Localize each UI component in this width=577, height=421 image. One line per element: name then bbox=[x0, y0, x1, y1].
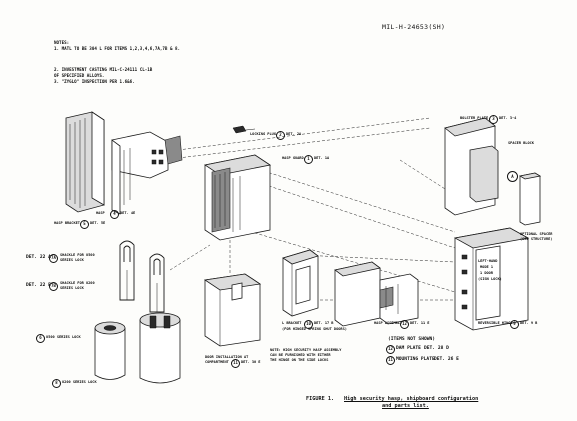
label-shackle-b: SHACKLE FOR 8200 bbox=[60, 281, 95, 285]
hasp-assembly-drawing bbox=[334, 261, 419, 327]
label-reversible-hinge: REVERSIBLE HINGE bbox=[478, 321, 513, 325]
hinge-note-3: THE HINGE ON THE SIDE LOCKS bbox=[270, 358, 329, 362]
callout-2: 2 bbox=[276, 131, 285, 140]
figure-label: FIGURE 1. bbox=[306, 396, 335, 402]
ref-hasp-assembly: DET. 11 E bbox=[410, 321, 430, 325]
callout-7b: 7B bbox=[49, 282, 58, 291]
reversible-hinge-drawing bbox=[453, 227, 530, 331]
ref-bolster-plate: DET. 3-4 bbox=[499, 116, 517, 120]
label-hasp-bracket: HASP BRACKET bbox=[54, 221, 80, 225]
door-panel-line-2: MODE 1 bbox=[480, 265, 493, 269]
door-panel-line-1: LEFT-HAND bbox=[478, 259, 498, 263]
callout-8: 8 bbox=[52, 379, 61, 388]
callout-9: 9 bbox=[510, 320, 519, 329]
label-door-installation-2: COMPARTMENT bbox=[205, 360, 229, 364]
door-installation-drawing bbox=[203, 273, 262, 347]
label-hasp-guard: HASP GUARD bbox=[282, 156, 304, 160]
label-l-bracket: L BRACKET bbox=[282, 321, 302, 325]
note-line-1: 1. MATL TO BE 304 L FOR ITEMS 1,2,3,4,6,… bbox=[54, 46, 181, 51]
note-line-2: 2. INVESTMENT CASTING MIL-C-24111 CL-1B bbox=[54, 67, 153, 72]
label-bolster-plate: BOLSTER PLATE bbox=[460, 116, 489, 120]
door-panel-line-3: 1 DOOR bbox=[480, 271, 493, 275]
label-mounting-plate: MOUNTING PLATE bbox=[396, 357, 435, 362]
callout-mounting-plate: 11 bbox=[386, 356, 395, 365]
hinge-note-2: CAN BE FURNISHED WITH EITHER bbox=[270, 353, 331, 357]
locking-plug-drawing bbox=[232, 125, 256, 134]
label-shackle-a-2: SERIES LOCK bbox=[60, 258, 84, 262]
ref-door-installation: DET. 30 E bbox=[241, 360, 261, 364]
label-locking-plug: LOCKING PLUG bbox=[250, 132, 276, 136]
locks-drawing bbox=[94, 312, 181, 384]
callout-A: A bbox=[507, 171, 518, 182]
label-shackle-a: SHACKLE FOR 8500 bbox=[60, 253, 95, 257]
l-bracket-drawing bbox=[282, 249, 319, 317]
label-door-installation: DOOR INSTALLATION AT bbox=[205, 355, 249, 359]
ref-hasp-guard: DET. 1A bbox=[314, 156, 330, 160]
notes-title: NOTES: bbox=[54, 40, 70, 45]
callout-4: 4 bbox=[110, 210, 119, 219]
callout-3: 3 bbox=[489, 115, 498, 124]
ref-hasp: DET. 4E bbox=[120, 211, 136, 215]
label-det-22a: DET. 22 A bbox=[26, 255, 51, 260]
document-number: MIL-H-24653(SH) bbox=[382, 23, 446, 31]
label-hasp: HASP bbox=[96, 211, 105, 215]
label-optional-spacer: OPTIONAL SPACER bbox=[520, 232, 553, 236]
callout-dam-plate: 12 bbox=[386, 345, 395, 354]
figure-caption-line-1: High security hasp, shipboard configurat… bbox=[344, 396, 479, 402]
callout-7a: 7A bbox=[49, 254, 58, 263]
callout-12: 12 bbox=[400, 320, 409, 329]
label-lock-8200: 8200 SERIES LOCK bbox=[62, 380, 97, 384]
callout-10: 10 bbox=[304, 320, 313, 329]
bolster-plate-drawing bbox=[444, 117, 542, 226]
note-line-3: OF SPECIFIED ALLOYS. bbox=[54, 73, 105, 78]
callout-6: 6 bbox=[36, 334, 45, 343]
callout-5: 5 bbox=[80, 220, 89, 229]
ref-hasp-bracket: DET. 5E bbox=[90, 221, 106, 225]
door-panel-line-4: (SIGN LOCK) bbox=[478, 277, 502, 281]
label-optional-spacer-2: (SEE STRUCTURE) bbox=[520, 237, 553, 241]
ref-l-bracket: DET. 17 B bbox=[314, 321, 334, 325]
ref-mounting-plate: DET. 26 E bbox=[434, 357, 459, 362]
label-hasp-assembly: HASP ASSEMBLY bbox=[374, 321, 403, 325]
hasp-drawing bbox=[111, 131, 183, 215]
note-line-4: 3. "ZYGLO" INSPECTION PER 1.6&6. bbox=[54, 79, 135, 84]
label-spacer-block: SPACER BLOCK bbox=[508, 141, 534, 145]
label-items-not-shown: (ITEMS NOT SHOWN) bbox=[388, 337, 436, 342]
ref-locking-plug: DET. 2A bbox=[286, 132, 302, 136]
hasp-guard-drawing bbox=[203, 154, 272, 241]
callout-1: 1 bbox=[304, 155, 313, 164]
hasp-bracket-drawing bbox=[65, 111, 105, 213]
label-lock-8500: 8500 SERIES LOCK bbox=[46, 335, 81, 339]
callout-11: 11 bbox=[231, 359, 240, 368]
label-shackle-b-2: SERIES LOCK bbox=[60, 286, 84, 290]
shackles-drawing bbox=[119, 240, 165, 313]
label-det-22e: DET. 22 E bbox=[26, 283, 51, 288]
label-dam-plate: DAM PLATE bbox=[396, 346, 421, 351]
hinge-note-1: NOTE: HIGH SECURITY HASP ASSEMBLY bbox=[270, 348, 342, 352]
ref-dam-plate: DET. 28 D bbox=[424, 346, 449, 351]
figure-caption-line-2: and parts list. bbox=[382, 403, 429, 409]
ref-reversible-hinge: DET. 9 B bbox=[520, 321, 538, 325]
label-l-bracket-note: (FOR HINGED SPRING SHUT DOORS) bbox=[282, 327, 347, 331]
